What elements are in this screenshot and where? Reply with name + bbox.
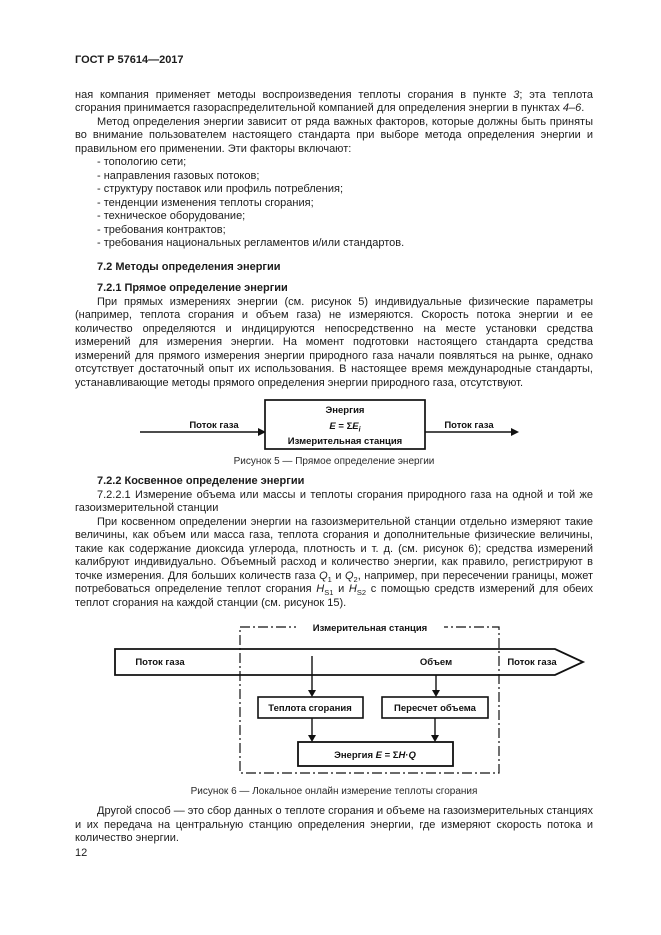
paragraph-7-2-2-1: 7.2.2.1 Измерение объема или массы и теп… — [75, 488, 593, 515]
paragraph-alternative-method: Другой способ — это сбор данных о теплот… — [75, 805, 594, 844]
arrowhead-down-icon — [308, 690, 316, 697]
document-header: ГОСТ Р 57614—2017 — [75, 54, 184, 66]
figure-5-caption: Рисунок 5 — Прямое определение энергии — [233, 456, 435, 467]
arrowhead-down-icon — [431, 735, 439, 742]
heading-7-2: 7.2 Методы определения энергии — [97, 260, 281, 273]
volume-conversion-label: Пересчет объема — [394, 703, 477, 714]
gas-flow-pipe — [114, 648, 586, 676]
figure-6-diagram: Измерительная станция Поток газа Объем П… — [114, 623, 586, 774]
paragraph-text: ; эта теплота сгорания принимается газор… — [75, 88, 593, 115]
list-item: - требования контрактов; — [97, 223, 226, 236]
flow-label-left: Поток газа — [189, 420, 239, 431]
paragraph-text: При косвенном определении энергии на газ… — [75, 515, 593, 582]
flow-label-right: Поток газа — [507, 657, 557, 668]
list-item: - тенденции изменения теплоты сгорания; — [97, 196, 314, 209]
subscript: S1 — [324, 588, 334, 598]
station-label: Измерительная станция — [313, 623, 427, 634]
arrowhead-right-icon — [258, 428, 266, 436]
figure-6-caption: Рисунок 6 — Локальное онлайн измерение т… — [190, 786, 478, 797]
list-item: - требования национальных регламентов и/… — [97, 237, 405, 249]
energy-formula: E = ΣEi — [329, 421, 361, 434]
heading-7-2-2: 7.2.2 Косвенное определение энергии — [97, 475, 305, 487]
measuring-station-box — [264, 399, 426, 450]
paragraph-continuation: ная компания применяет методы воспроизве… — [75, 89, 593, 116]
paragraph-indirect-determination: При косвенном определении энергии на газ… — [75, 516, 593, 611]
paragraph-text: ная компания применяет методы воспроизве… — [75, 88, 514, 101]
list-item: - топологию сети; — [97, 156, 187, 168]
paragraph-method-factors: Метод определения энергии зависит от ряд… — [75, 115, 593, 155]
heat-of-combustion-box — [257, 696, 364, 719]
arrowhead-down-icon — [308, 735, 316, 742]
energy-formula: Энергия E = ΣH·Q — [334, 750, 416, 761]
subscript: 1 — [327, 574, 332, 584]
heating-value-symbol: H — [348, 583, 357, 595]
figure-5-diagram: Поток газа Поток газа Энергия E = ΣEi Из… — [140, 399, 519, 450]
arrowhead-down-icon — [432, 690, 440, 697]
flow-label-left: Поток газа — [135, 657, 185, 668]
station-label-bg — [296, 623, 444, 633]
paragraph-direct-determination: При прямых измерениях энергии (см. рисун… — [75, 295, 593, 389]
list-item: - структуру поставок или профиль потребл… — [97, 183, 344, 195]
paragraph-text: с помощью средств измерений для обеих те… — [75, 583, 593, 609]
list-item: - техническое оборудование; — [97, 210, 246, 222]
paragraph-text: и — [331, 569, 345, 582]
energy-box — [297, 741, 454, 767]
arrowhead-right-icon — [511, 428, 519, 436]
list-item: - направления газовых потоков; — [97, 169, 260, 182]
paragraph-text: . — [581, 102, 585, 114]
page-number: 12 — [75, 846, 88, 859]
subscript: 2 — [353, 574, 358, 584]
quantity-symbol: Q — [344, 569, 354, 582]
flow-label-right: Поток газа — [444, 420, 494, 431]
heading-7-2-1: 7.2.1 Прямое определение энергии — [97, 282, 288, 294]
italic-clause-ref: 4–6 — [562, 102, 582, 114]
volume-label: Объем — [420, 657, 452, 668]
quantity-symbol: Q — [319, 569, 328, 582]
heating-value-symbol: H — [316, 583, 325, 595]
paragraph-text: и — [333, 583, 349, 595]
station-label: Измерительная станция — [288, 436, 402, 447]
heat-of-combustion-label: Теплота сгорания — [268, 703, 352, 714]
italic-clause-ref: 3 — [513, 88, 520, 101]
energy-label: Энергия — [326, 405, 365, 416]
paragraph-text: , например, при пересечении границы, мож… — [75, 569, 593, 596]
subscript: S2 — [356, 588, 367, 598]
